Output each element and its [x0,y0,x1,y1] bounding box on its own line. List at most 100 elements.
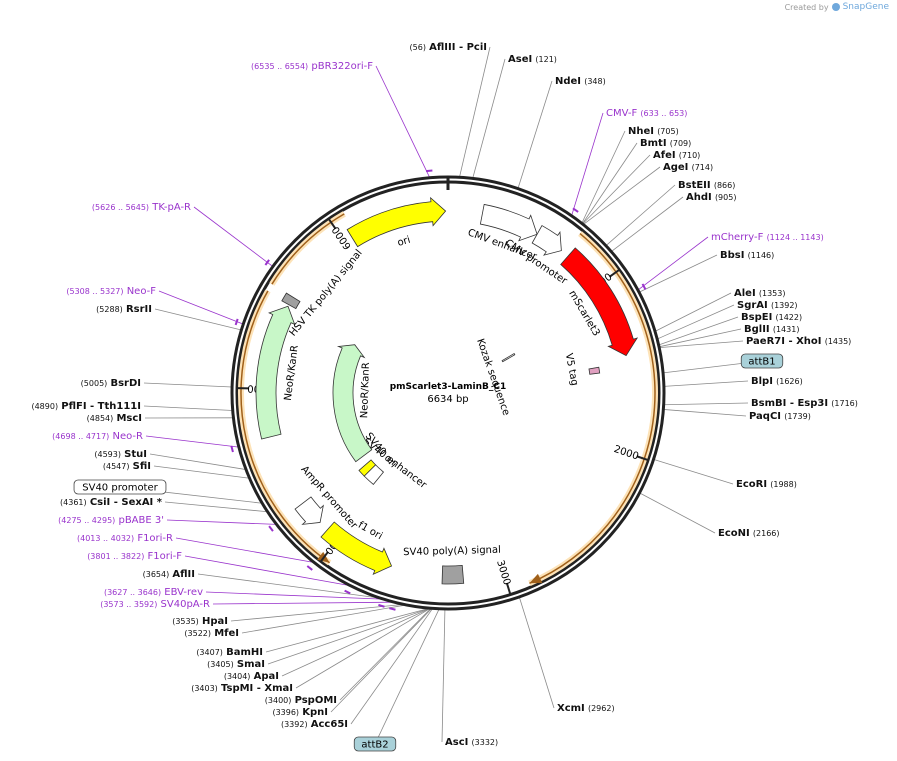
primer-label-cmv-f[interactable]: CMV-F (633 .. 653) [606,108,687,119]
site-connector-ecori [653,458,734,485]
primer-name: CMV-F [606,108,637,119]
site-label-xcmi[interactable]: XcmI (2962) [557,703,615,714]
site-connector-xcmi [518,596,555,709]
site-label-ecori[interactable]: EcoRI (1988) [736,479,797,490]
site-label-bmti[interactable]: BmtI (709) [640,138,691,149]
site-label-bglii[interactable]: BglII (1431) [744,324,799,335]
primer-coordinate: (3573 .. 3592) [100,600,157,609]
feature-label-v5-tag: V5 tag [563,352,580,386]
primer-label-sv40pa-r[interactable]: (3573 .. 3592) SV40pA-R [100,599,210,610]
site-label-ahdi[interactable]: AhdI (905) [686,192,736,203]
site-connector-stui [149,453,247,470]
feature-sv40-ori[interactable] [358,459,377,477]
boxed-label-attb2[interactable]: attB2 [361,740,388,751]
boxed-label-box-sv40-promoter[interactable] [73,479,167,495]
boxed-label-box-attb1[interactable] [740,353,784,369]
primer-connector-tk-pa-r [193,206,274,267]
site-label-rsrii[interactable]: (5288) RsrII [96,304,152,315]
site-label-kpni[interactable]: (3396) KpnI [272,707,328,718]
site-label-csii-sexai[interactable]: (4361) CsiI - SexAI * [60,497,163,508]
orange-arc-2 [271,213,345,285]
primer-name: F1ori-F [148,551,183,562]
feature-mscarlet3[interactable] [560,247,639,357]
site-label-agei[interactable]: AgeI (714) [663,162,713,173]
scale-tick-4000 [320,551,329,562]
site-label-sgrai[interactable]: SgrAI (1392) [737,300,798,311]
site-label-stui[interactable]: (4593) StuI [94,449,147,460]
site-name: NheI [628,126,654,137]
site-label-acc65i[interactable]: (3392) Acc65I [281,719,348,730]
site-coordinate: (56) [410,43,426,52]
primer-label-neo-f[interactable]: (5308 .. 5327) Neo-F [66,286,156,297]
primer-marker-sv40pa-r [389,607,396,611]
site-label-smai[interactable]: (3405) SmaI [207,659,265,670]
primer-coordinate: (6535 .. 6554) [251,62,308,71]
primer-label-tk-pa-r[interactable]: (5626 .. 5645) TK-pA-R [92,202,191,213]
feature-hsv-tk-poly-a-signal[interactable] [281,292,301,310]
site-coordinate: (2166) [753,529,780,538]
site-name: BlpI [751,376,773,387]
site-coordinate: (4890) [31,402,58,411]
feature-f1-ori[interactable] [320,521,393,575]
site-label-ndei[interactable]: NdeI (348) [555,76,606,87]
site-label-blpi[interactable]: BlpI (1626) [751,376,803,387]
site-connector-paer7i-xhoi [659,340,744,349]
site-label-bbsi[interactable]: BbsI (1146) [720,250,774,261]
primer-label-f1ori-f[interactable]: (3801 .. 3822) F1ori-F [87,551,182,562]
snapgene-credit: Created by SnapGene [785,2,889,12]
primer-label-neo-r[interactable]: (4698 .. 4717) Neo-R [52,431,143,442]
site-label-paer7i-xhoi[interactable]: PaeR7I - XhoI (1435) [746,336,851,347]
site-connector-sgrai [656,304,735,340]
feature-neor-kanr[interactable] [255,305,296,440]
primer-coordinate: (3627 .. 3646) [104,588,161,597]
site-coordinate: (3405) [207,660,234,669]
primer-label-pbabe-3[interactable]: (4275 .. 4295) pBABE 3' [58,515,164,526]
site-label-afei[interactable]: AfeI (710) [653,150,700,161]
feature-v5-tag[interactable] [588,366,601,375]
site-label-asci[interactable]: AscI (3332) [445,737,498,748]
feature-sv40-poly-a-signal[interactable] [441,564,465,585]
feature-cmv-promoter[interactable] [531,225,562,256]
feature-ampr-promoter[interactable] [294,496,324,525]
site-label-aflii[interactable]: (3654) AflII [143,569,195,580]
site-label-alei[interactable]: AleI (1353) [734,288,785,299]
site-label-pspomi[interactable]: (3400) PspOMI [265,695,337,706]
boxed-connector-attb2 [374,608,440,745]
site-label-hpai[interactable]: (3535) HpaI [172,616,228,627]
site-label-bsmbi-esp3i[interactable]: BsmBI - Esp3I (1716) [751,398,858,409]
site-label-msci[interactable]: (4854) MscI [87,413,142,424]
primer-label-ebv-rev[interactable]: (3627 .. 3646) EBV-rev [104,587,203,598]
site-label-mfei[interactable]: (3522) MfeI [184,628,239,639]
feature-ori[interactable] [346,196,447,248]
primer-label-f1ori-r[interactable]: (4013 .. 4032) F1ori-R [77,533,173,544]
site-label-bspei[interactable]: BspEI (1422) [741,312,802,323]
primer-coordinate: (1124 .. 1143) [767,233,824,242]
site-name: NdeI [555,76,581,87]
site-label-paqci[interactable]: PaqCI (1739) [749,411,811,422]
primer-coordinate: (5308 .. 5327) [66,287,123,296]
plasmid-title: pmScarlet3-LaminB_C1 6634 bp [390,382,507,405]
site-label-nhei[interactable]: NheI (705) [628,126,679,137]
feature-neor-kanr[interactable] [332,344,373,463]
primer-label-pbr322ori-f[interactable]: (6535 .. 6554) pBR322ori-F [251,61,373,72]
primer-label-mcherry-f[interactable]: mCherry-F (1124 .. 1143) [711,232,824,243]
feature-kozak-sequence[interactable] [501,352,516,363]
site-label-econi[interactable]: EcoNI (2166) [718,528,780,539]
site-label-bamhi[interactable]: (3407) BamHI [196,647,263,658]
feature-sv40-enhancer[interactable] [363,464,385,485]
site-label-tspmi-xmai[interactable]: (3403) TspMI - XmaI [191,683,293,694]
site-label-pflfi-tth111i[interactable]: (4890) PflFI - Tth111I [31,401,141,412]
boxed-label-sv40-promoter[interactable]: SV40 promoter [82,483,158,494]
site-label-asei[interactable]: AseI (121) [508,54,557,65]
orange-arc-1 [240,290,331,564]
site-label-bsrdi[interactable]: (5005) BsrDI [81,378,141,389]
site-label-afliii-pcii[interactable]: (56) AflIII - PciI [410,42,487,53]
site-name: PflFI - Tth111I [61,401,141,412]
boxed-label-box-attb2[interactable] [353,736,397,752]
site-label-bsteii[interactable]: BstEII (866) [678,180,735,191]
primer-connector-f1ori-f [184,555,351,587]
site-label-apai[interactable]: (3404) ApaI [224,671,279,682]
site-label-sfii[interactable]: (4547) SfiI [103,461,151,472]
boxed-label-attb1[interactable]: attB1 [748,357,775,368]
